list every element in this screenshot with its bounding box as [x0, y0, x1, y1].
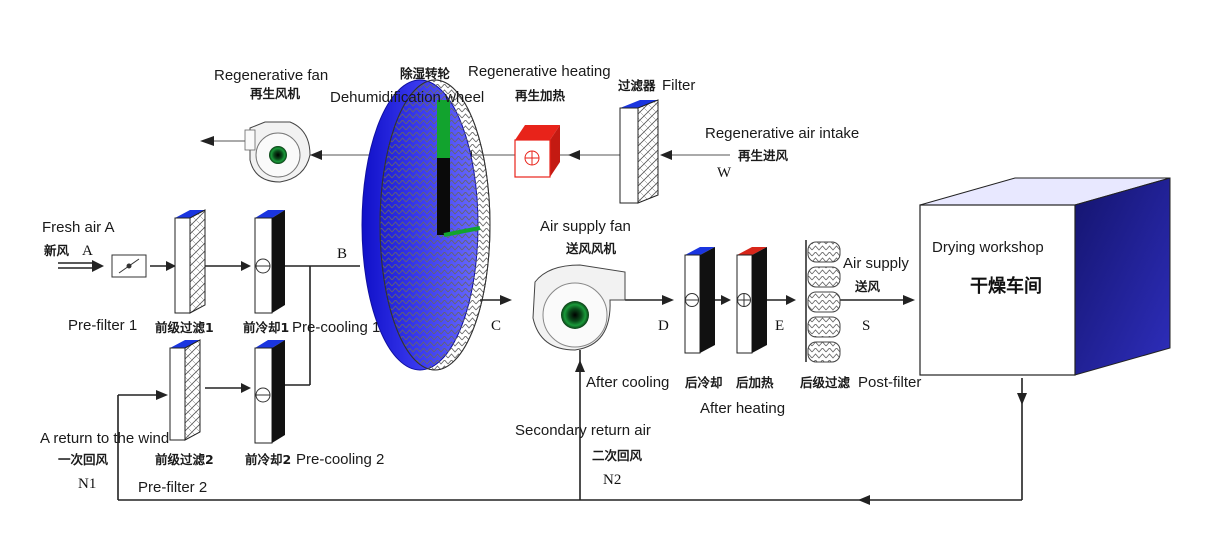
letter-a: A: [82, 243, 93, 259]
air-supply-label-cn: 送风: [854, 279, 881, 294]
return-2-label: Secondary return air: [515, 422, 651, 439]
after-cooling-label-cn: 后冷却: [685, 375, 723, 390]
regen-intake-label: Regenerative air intake: [705, 125, 859, 142]
supply-fan-label-cn: 送风风机: [565, 241, 617, 256]
return-1-line: [117, 383, 251, 500]
pre-filter-1: [174, 209, 206, 314]
letter-d: D: [658, 318, 669, 334]
letter-e: E: [775, 318, 784, 334]
return-1-label: A return to the wind: [40, 430, 169, 447]
pre-cooling-1-label-cn: 前冷却1: [243, 320, 289, 335]
supply-line: [480, 295, 915, 305]
wheel-label: Dehumidification wheel: [330, 89, 484, 106]
supply-fan: [532, 264, 626, 351]
pre-filter-1-label-cn: 前级过滤1: [155, 320, 214, 335]
fresh-air-label-cn: 新风: [44, 243, 70, 258]
pre-filter-1-label: Pre-filter 1: [68, 317, 137, 334]
post-filter-label-cn: 后级过滤: [800, 375, 851, 390]
wheel-label-cn: 除湿转轮: [400, 66, 451, 81]
letter-c: C: [491, 318, 501, 334]
pre-filter-2-label: Pre-filter 2: [138, 479, 207, 496]
pre-cooling-2-label: Pre-cooling 2: [296, 451, 384, 468]
after-heating-label-cn: 后加热: [736, 375, 774, 390]
regen-heater: [514, 125, 560, 178]
regen-fan-label: Regenerative fan: [214, 67, 328, 84]
after-heating-coil: [736, 247, 767, 354]
return-2-letter: N2: [603, 472, 621, 488]
pre-filter-2: [169, 339, 201, 441]
regen-fan: [244, 121, 311, 183]
fresh-air-line: [58, 260, 360, 386]
pre-filter-2-label-cn: 前级过滤2: [155, 452, 214, 467]
return-loop-line: [118, 378, 1027, 505]
pre-cooling-1-label: Pre-cooling 1: [292, 319, 380, 336]
return-1-letter: N1: [78, 476, 96, 492]
letter-s: S: [862, 318, 870, 334]
post-filter-label: Post-filter: [858, 374, 921, 391]
after-cooling-label: After cooling: [586, 374, 669, 391]
fresh-air-damper: [111, 254, 147, 278]
filter-label: Filter: [662, 77, 695, 94]
post-filter: [805, 240, 841, 363]
return-2-label-cn: 二次回风: [592, 448, 643, 463]
filter-label-cn: 过滤器: [618, 78, 656, 93]
regen-letter: W: [717, 165, 732, 181]
air-supply-label: Air supply: [843, 255, 909, 272]
supply-fan-label: Air supply fan: [540, 218, 631, 235]
drying-workshop: [919, 177, 1171, 376]
pre-cooling-2: [254, 340, 285, 444]
regen-heating-label: Regenerative heating: [468, 63, 611, 80]
return-2-line: [575, 350, 585, 500]
regen-heating-label-cn: 再生加热: [515, 88, 566, 103]
pre-cooling-2-label-cn: 前冷却2: [245, 452, 291, 467]
regen-fan-label-cn: 再生风机: [250, 86, 301, 101]
workshop-label-cn: 干燥车间: [970, 275, 1042, 297]
after-cooling-coil: [684, 247, 715, 354]
dehumidification-wheel: [361, 79, 491, 371]
regen-filter: [619, 99, 659, 204]
letter-b: B: [337, 246, 347, 262]
after-heating-label: After heating: [700, 400, 785, 417]
fresh-air-label: Fresh air A: [42, 219, 115, 236]
regen-intake-label-cn: 再生进风: [738, 148, 789, 163]
pre-cooling-1: [254, 210, 285, 314]
return-1-label-cn: 一次回风: [58, 452, 109, 467]
workshop-label: Drying workshop: [932, 239, 1044, 256]
